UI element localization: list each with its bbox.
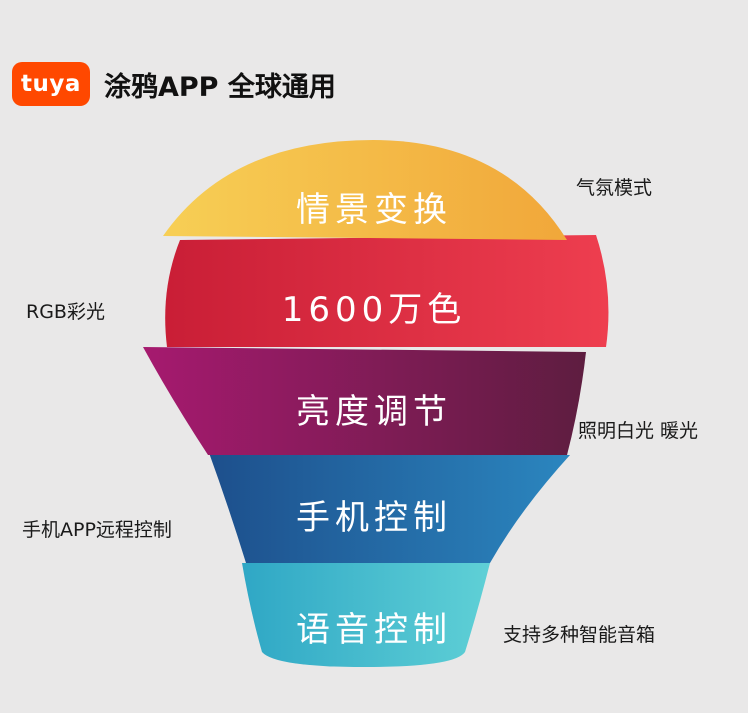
layer-4-shape: [208, 450, 570, 563]
header: tuya 涂鸦APP 全球通用: [12, 62, 336, 106]
side-label-3: 照明白光 暖光: [578, 420, 699, 442]
layer-5-shape: [242, 563, 490, 667]
tuya-logo: tuya: [12, 62, 90, 106]
layer-2-label: 1600万色: [281, 290, 467, 330]
side-label-1: 气氛模式: [576, 177, 653, 199]
layer-4-label: 手机控制: [296, 498, 452, 538]
layer-2-shape: [165, 235, 609, 347]
layer-3-shape: [143, 347, 586, 455]
logo-text: tuya: [21, 71, 81, 97]
layer-3-label: 亮度调节: [296, 392, 452, 432]
layer-1-label: 情景变换: [296, 190, 452, 230]
page-title: 涂鸦APP 全球通用: [104, 71, 336, 103]
side-label-2: RGB彩光: [26, 301, 105, 323]
side-label-4: 手机APP远程控制: [22, 519, 172, 541]
side-label-5: 支持多种智能音箱: [503, 624, 656, 646]
layer-1-shape: [163, 140, 567, 240]
layer-5-label: 语音控制: [296, 610, 452, 650]
